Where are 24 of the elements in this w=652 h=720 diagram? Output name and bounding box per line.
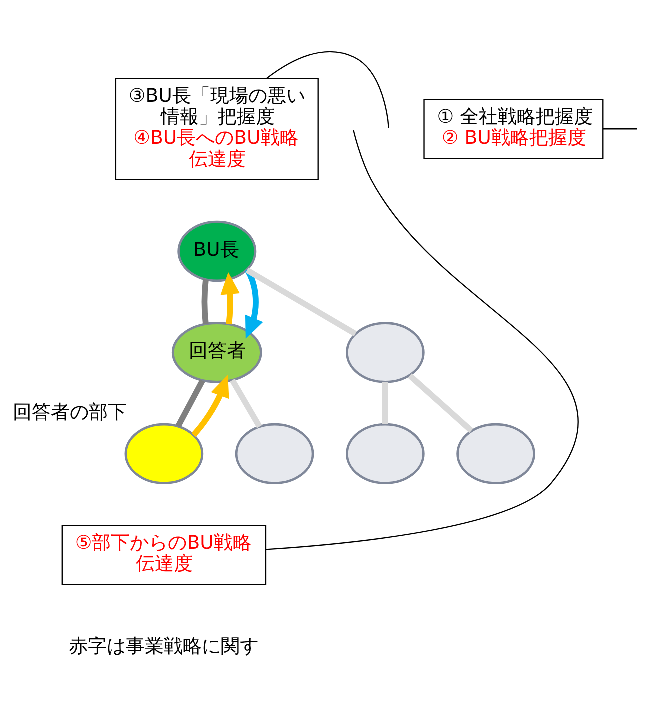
node-ellipse: BU長: [178, 220, 257, 282]
label: 赤字は事業戦略に関す: [69, 636, 260, 658]
connector: [246, 267, 358, 336]
connector: [266, 130, 579, 550]
connector: [266, 50, 390, 128]
connector: [382, 382, 388, 424]
connector: [202, 278, 209, 324]
node-circle: [346, 422, 425, 484]
connector: [230, 378, 262, 428]
arrow: [220, 272, 240, 324]
node-box: ③BU長「現場の悪い情報」把握度 ④BU長へのBU戦略伝達度: [115, 77, 319, 180]
node-box: ⑤部下からのBU戦略伝達度: [62, 524, 267, 585]
node-ellipse: 回答者: [172, 322, 262, 383]
node-circle: [124, 422, 204, 484]
arrow: [244, 268, 264, 338]
connector: [603, 128, 638, 130]
arrow: [192, 374, 230, 437]
node-circle: [346, 322, 425, 383]
node-label: 回答者の部下: [12, 402, 127, 423]
node-circle: [456, 422, 536, 484]
node-circle: [235, 422, 314, 484]
connector: [176, 379, 206, 428]
node-box: ① 全社戦略把握度 ② BU戦略把握度: [424, 98, 604, 159]
connector: [408, 373, 474, 433]
